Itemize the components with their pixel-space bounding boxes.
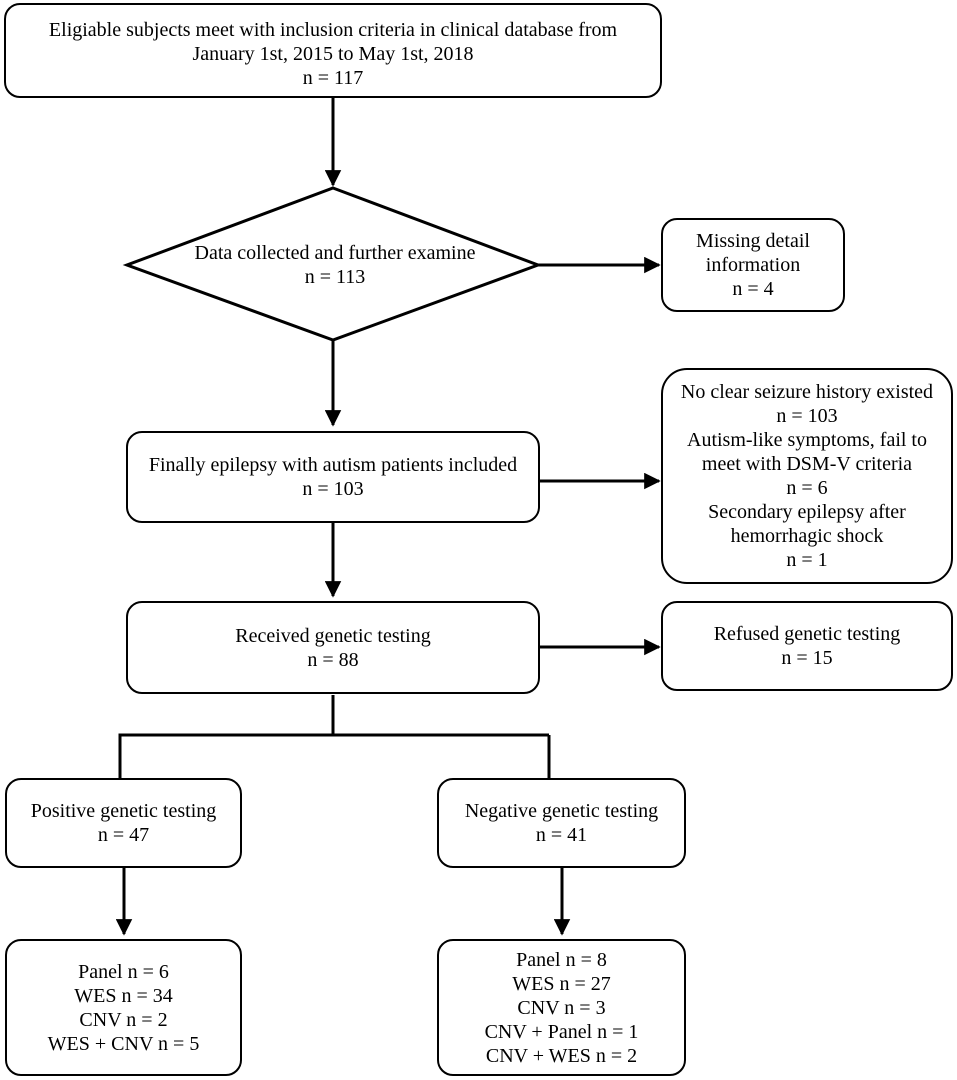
node-text: Autism-like symptoms, fail to [687, 429, 927, 451]
branch-connector [118, 695, 335, 778]
node-text: Received genetic testing [235, 624, 431, 647]
node-text: Finally epilepsy with autism patients in… [148, 454, 518, 476]
node-text: CNV n = 3 [517, 996, 606, 1019]
node-text: Data collected and further examine [194, 242, 476, 264]
exclusion-reasons-box: No clear seizure history existed n = 103… [661, 368, 953, 584]
node-text: CNV n = 2 [79, 1008, 168, 1031]
eligible-subjects-box: Eligiable subjects meet with inclusion c… [4, 3, 662, 98]
node-text: WES + CNV n = 5 [47, 1032, 200, 1055]
node-count: n = 113 [304, 266, 366, 288]
node-text: Refused genetic testing [713, 623, 901, 645]
node-text: hemorrhagic shock [730, 525, 884, 547]
positive-testing-box: Positive genetic testing n = 47 [5, 778, 242, 868]
negative-testing-box: Negative genetic testing n = 41 [437, 778, 686, 868]
positive-detail-box: Panel n = 6 WES n = 34 CNV n = 2 WES + C… [5, 939, 242, 1076]
node-text: January 1st, 2015 to May 1st, 2018 [192, 43, 474, 65]
node-count: n = 88 [307, 648, 359, 671]
node-text: meet with DSM-V criteria [701, 453, 913, 475]
node-count: n = 4 [732, 278, 774, 300]
node-count: n = 47 [97, 824, 150, 846]
node-text: WES n = 27 [512, 972, 611, 995]
node-count: n = 103 [776, 405, 838, 427]
refused-testing-box: Refused genetic testing n = 15 [661, 601, 953, 691]
received-testing-box: Received genetic testing n = 88 [126, 601, 540, 694]
negative-detail-box: Panel n = 8 WES n = 27 CNV n = 3 CNV + P… [437, 939, 686, 1076]
node-count: n = 1 [786, 549, 828, 571]
node-text: Positive genetic testing [30, 800, 217, 822]
node-text: Secondary epilepsy after [708, 501, 906, 523]
data-collected-label: Data collected and further examine n = 1… [130, 241, 540, 289]
node-count: n = 6 [786, 477, 828, 499]
node-text: No clear seizure history existed [680, 381, 934, 403]
node-text: CNV + WES n = 2 [485, 1044, 638, 1067]
node-text: CNV + Panel n = 1 [484, 1020, 639, 1043]
node-text: Missing detail [696, 230, 810, 252]
node-text: WES n = 34 [74, 984, 173, 1007]
node-count: n = 15 [781, 647, 833, 669]
included-patients-box: Finally epilepsy with autism patients in… [126, 431, 540, 523]
node-text: Eligiable subjects meet with inclusion c… [48, 19, 618, 41]
node-count: n = 117 [302, 67, 364, 89]
missing-info-box: Missing detail information n = 4 [661, 218, 845, 312]
node-count: n = 41 [535, 824, 588, 846]
node-text: Panel n = 6 [78, 960, 169, 983]
node-text: information [705, 254, 801, 276]
node-count: n = 103 [302, 478, 364, 500]
node-text: Panel n = 8 [516, 948, 607, 971]
node-text: Negative genetic testing [464, 800, 659, 822]
